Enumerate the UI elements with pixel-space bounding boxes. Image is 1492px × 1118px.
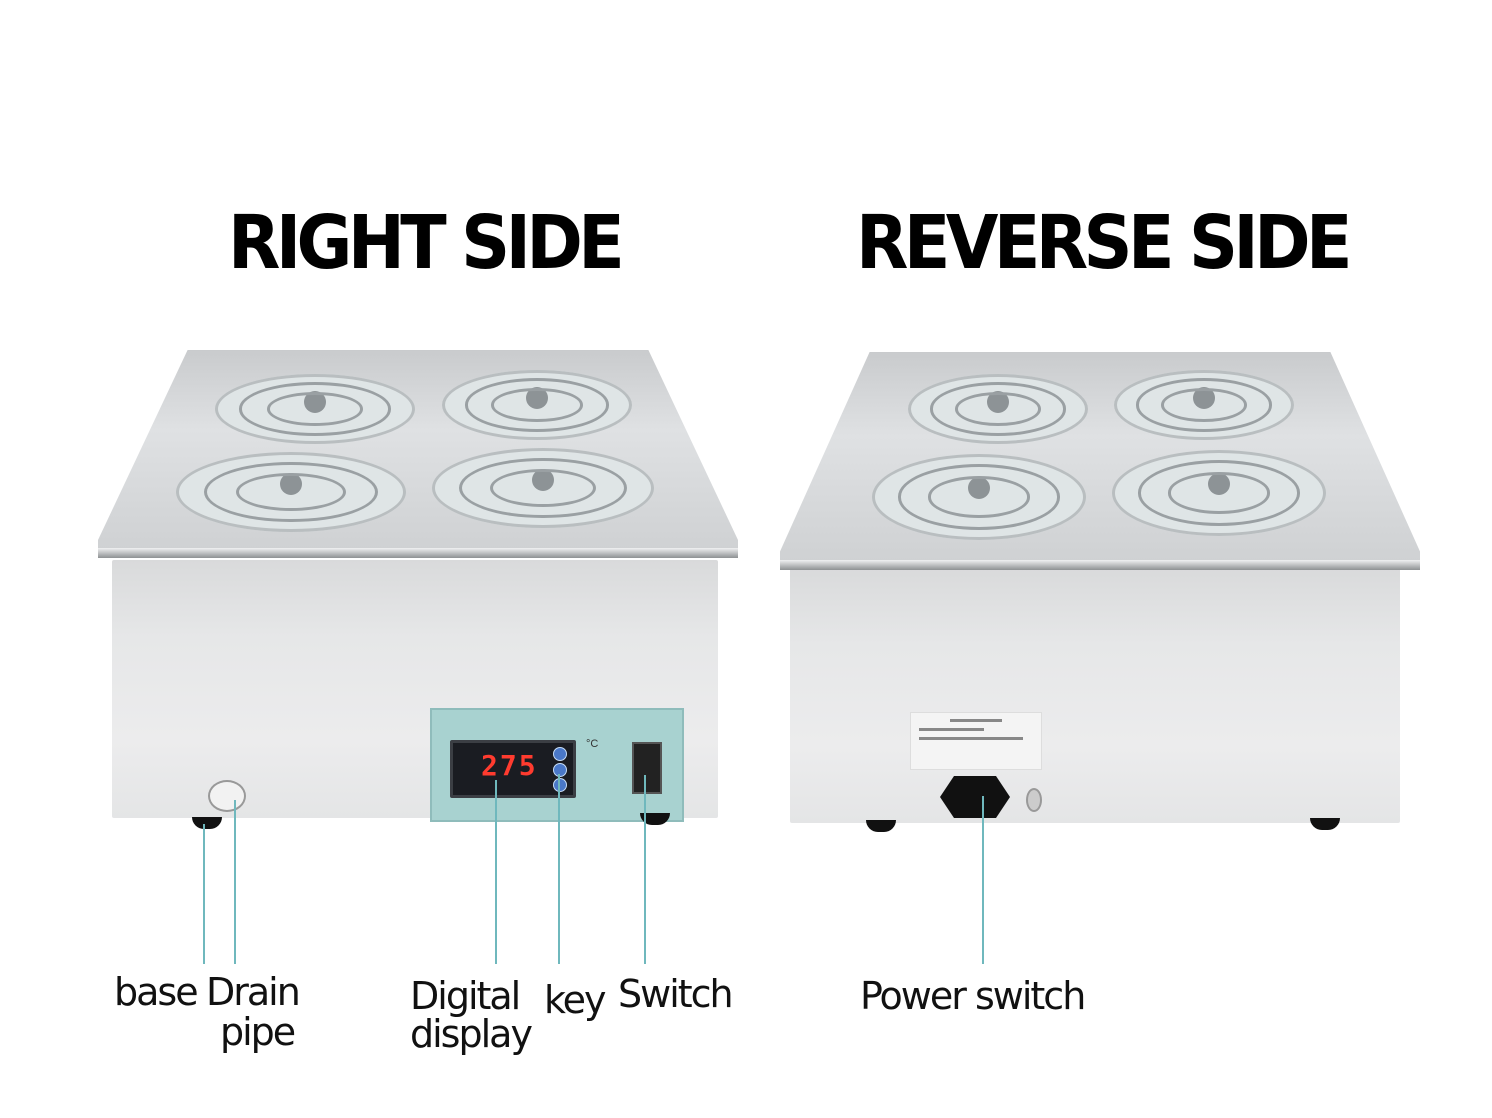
lid-ring [176, 452, 406, 532]
lid-knob [987, 391, 1009, 413]
label-digital: Digital [410, 974, 521, 1018]
leader-line-drain [234, 800, 236, 964]
power-socket[interactable] [940, 776, 1010, 818]
label-base: base [114, 970, 199, 1014]
digital-display: 275 [450, 740, 576, 798]
drain-valve[interactable] [208, 780, 246, 812]
lid-knob [532, 469, 554, 491]
unit-celsius: °C [586, 738, 599, 750]
leader-line-key [558, 774, 560, 964]
label-power-switch: Power switch [860, 974, 1086, 1018]
lid-ring [1112, 450, 1326, 536]
lid-knob [304, 391, 326, 413]
lid-ring [908, 374, 1088, 444]
lid-knob [968, 477, 990, 500]
foot [192, 817, 222, 829]
foot [1310, 818, 1340, 830]
unit-lid [780, 352, 1420, 562]
lid-rim [780, 560, 1420, 570]
unit-lid [98, 350, 738, 550]
label-display: display [410, 1012, 533, 1056]
lid-ring [872, 454, 1086, 540]
label-drain: Drain [206, 970, 301, 1014]
heading-right-side: RIGHT SIDE [228, 200, 625, 286]
display-digits: 275 [481, 749, 538, 782]
leader-line-power [982, 796, 984, 964]
lid-knob [1193, 387, 1215, 409]
label-key: key [544, 978, 607, 1022]
spec-sticker [910, 712, 1042, 770]
lid-ring [432, 448, 654, 528]
power-rocker-switch[interactable] [632, 742, 662, 794]
label-switch: Switch [618, 972, 734, 1016]
leader-line-display [495, 780, 497, 964]
fuse-holder[interactable] [1026, 788, 1042, 812]
leader-line-base [203, 824, 205, 964]
set-key[interactable] [553, 763, 567, 777]
lid-ring [442, 370, 632, 440]
heading-reverse-side: REVERSE SIDE [856, 200, 1353, 286]
leader-line-switch [644, 775, 646, 964]
up-key[interactable] [553, 747, 567, 761]
down-key[interactable] [553, 778, 567, 792]
unit-body [790, 568, 1400, 823]
foot [640, 813, 670, 825]
lid-ring [1114, 370, 1294, 440]
lid-rim [98, 548, 738, 558]
lid-knob [1208, 473, 1230, 496]
label-pipe: pipe [220, 1010, 296, 1054]
foot [866, 820, 896, 832]
lid-knob [526, 387, 548, 409]
lid-knob [280, 473, 302, 495]
lid-ring [215, 374, 415, 444]
